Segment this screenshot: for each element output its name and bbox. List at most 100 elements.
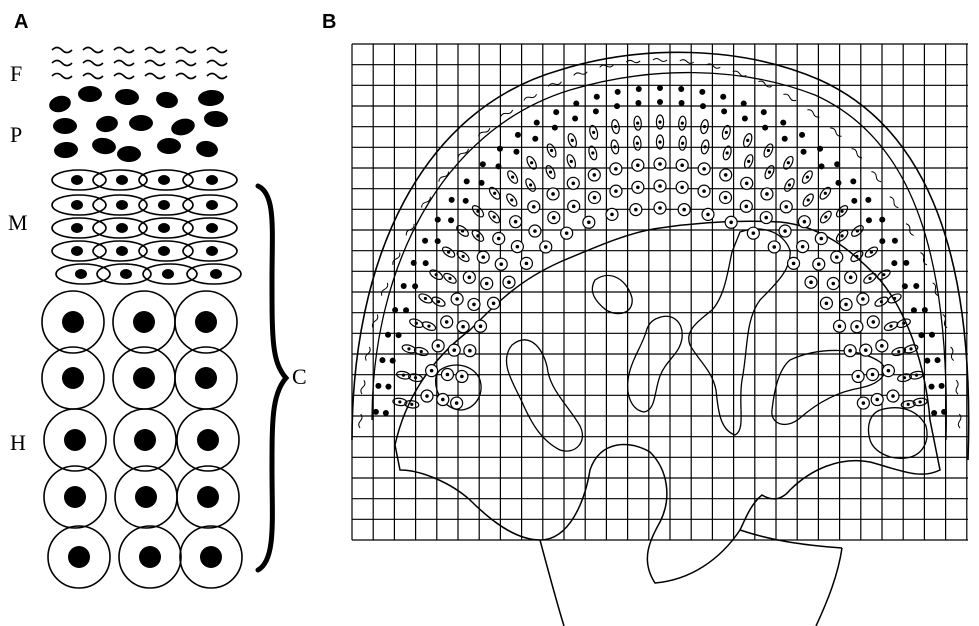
proliferating-cell [532,136,538,142]
proliferating-cell [780,120,786,126]
maturing-cell-nucleus [476,210,479,213]
maturing-cell-nucleus [116,200,128,210]
hypertrophic-cell-nucleus [593,196,597,200]
proliferating-cell [782,136,788,142]
hypertrophic-cell-nucleus [871,373,875,377]
maturing-cell-nucleus [855,255,858,258]
hypertrophic-cell-nucleus [430,369,434,373]
proliferating-cell [95,114,119,134]
maturing-cell-nucleus [462,255,465,258]
proliferating-cell [385,384,391,390]
maturing-cell-nucleus [614,125,617,128]
hypertrophic-cell-nucleus [533,229,537,233]
hypertrophic-cell-nucleus [636,185,640,189]
hypertrophic-cell-nucleus [516,245,520,249]
hypertrophic-cell-nucleus [441,398,445,402]
fiber-cell [380,282,388,296]
proliferating-cell [593,108,599,114]
proliferating-cell [383,410,389,416]
fiber-cell [653,59,667,62]
proliferating-cell [817,146,823,152]
hypertrophic-cell-nucleus [702,167,706,171]
maturing-cell-nucleus [510,198,513,201]
zone-label-f: F [10,63,22,85]
hypertrophic-cell-nucleus [133,311,155,333]
hypertrophic-cell-nucleus [819,237,823,241]
fiber-cell [548,80,562,88]
proliferating-cell [392,307,398,313]
proliferating-cell [375,383,381,389]
hypertrophic-cell-nucleus [552,216,556,220]
proliferating-cell [401,283,407,289]
hypertrophic-cell-nucleus [200,546,222,568]
maturing-cell-nucleus [658,140,661,143]
proliferating-cell [373,409,379,415]
hypertrophic-cell-nucleus [455,297,459,301]
proliferating-cell [891,260,897,266]
hypertrophic-cell-nucleus [565,231,569,235]
proliferating-cell [865,197,871,203]
proliferating-cell [572,116,578,122]
proliferating-cell [423,260,429,266]
maturing-cell-nucleus [402,374,405,377]
fiber-cell [52,48,72,53]
proliferating-cell [762,125,768,131]
proliferating-cell [513,149,519,155]
hypertrophic-cell-nucleus [446,373,450,377]
proliferating-cell [892,238,898,244]
fiber-cell [207,74,227,79]
hypertrophic-cell-nucleus [658,162,662,166]
hypertrophic-cell-nucleus [592,173,596,177]
fiber-cell [176,48,196,53]
panel-a-letter: A [14,12,28,32]
fiber-cell [829,127,842,138]
proliferating-cell [866,217,872,223]
proliferating-cell [53,118,77,134]
maturing-cell-nucleus [116,175,128,185]
maturing-cell-nucleus [511,175,514,178]
proliferating-cell [801,149,807,155]
hypertrophic-cell-nucleus [499,262,503,266]
proliferating-cell [403,307,409,313]
fiber-cell [371,314,378,328]
maturing-cell-nucleus [658,120,661,123]
fiber-cell [52,74,72,79]
proliferating-cell [939,383,945,389]
fiber-cell [955,380,960,394]
proliferating-cell [47,93,72,114]
maturing-cell-nucleus [806,175,809,178]
maturing-cell-nucleus [493,215,496,218]
hypertrophic-cell-nucleus [803,220,807,224]
hypertrophic-cell-nucleus [436,344,440,348]
hypertrophic-cell-nucleus [784,205,788,209]
hypertrophic-cell-nucleus [195,367,217,389]
proliferating-cell [935,357,941,363]
hypertrophic-cell-nucleus [197,486,219,508]
hypertrophic-cell-nucleus [571,182,575,186]
hypertrophic-cell-nucleus [862,401,866,405]
fiber-cell [114,74,134,79]
hypertrophic-cell-nucleus [197,429,219,451]
maturing-cell-nucleus [550,149,553,152]
proliferating-cell [657,99,663,105]
hypertrophic-cell-nucleus [481,255,485,259]
fiber-cell [626,59,640,63]
hypertrophic-cell-nucleus [724,196,728,200]
hypertrophic-cell-nucleus [887,369,891,373]
panel-b-cells [359,59,962,429]
maturing-cell-nucleus [788,183,791,186]
hypertrophic-cell-nucleus [864,348,868,352]
hypertrophic-cell-nucleus [680,163,684,167]
maturing-cell-nucleus [889,325,892,328]
maturing-cell-nucleus [824,192,827,195]
hypertrophic-cell-nucleus [133,367,155,389]
proliferating-cell [464,178,470,184]
fiber-cell [52,61,72,66]
maturing-cell-nucleus [681,142,684,145]
fiber-cell [870,171,882,183]
maturing-cell-nucleus [768,171,771,174]
fiber-cell [207,61,227,66]
proliferating-cell [913,283,919,289]
maturing-cell-nucleus [410,403,413,406]
hypertrophic-cell-nucleus [460,375,464,379]
